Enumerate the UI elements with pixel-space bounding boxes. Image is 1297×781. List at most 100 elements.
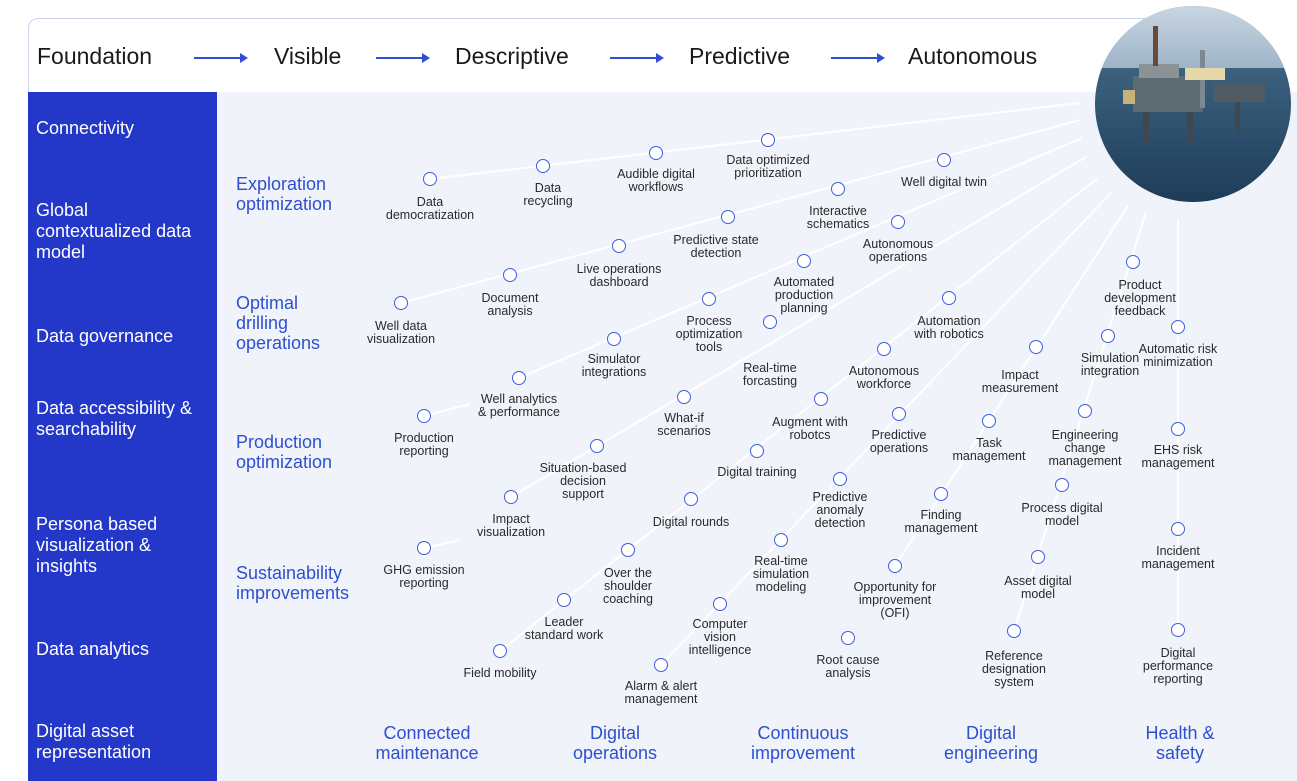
node-circle-icon [607, 332, 621, 346]
stage-descriptive: Descriptive [455, 43, 569, 69]
node-circle-icon [1078, 404, 1092, 418]
node-circle-icon [417, 409, 431, 423]
stage-predictive: Predictive [689, 43, 790, 69]
foundation-sidebar [28, 92, 217, 781]
node-circle-icon [654, 658, 668, 672]
category-label: Optimal drilling operations [236, 293, 321, 353]
arrow-icon [194, 53, 248, 63]
sidebar-item: Data accessibility & searchability [36, 398, 193, 439]
connector-line [894, 205, 1129, 567]
stage-foundation: Foundation [37, 43, 153, 69]
arrow-icon [376, 53, 430, 63]
node-label: Well digital twin [901, 175, 987, 189]
sidebar-item: Global contextualized data model [36, 200, 192, 262]
node-label: Field mobility [463, 666, 537, 680]
sidebar-item: Digital asset representation [36, 721, 152, 762]
node-circle-icon [763, 315, 777, 329]
node-circle-icon [797, 254, 811, 268]
node-circle-icon [942, 291, 956, 305]
node-circle-icon [892, 407, 906, 421]
node-circle-icon [937, 153, 951, 167]
node-circle-icon [677, 390, 691, 404]
node-circle-icon [1055, 478, 1069, 492]
node-circle-icon [888, 559, 902, 573]
node-circle-icon [512, 371, 526, 385]
node-circle-icon [590, 439, 604, 453]
node-circle-icon [841, 631, 855, 645]
connector-line [660, 192, 1112, 666]
connector-line [423, 403, 471, 417]
node-circle-icon [877, 342, 891, 356]
node-circle-icon [934, 487, 948, 501]
node-circle-icon [1171, 422, 1185, 436]
arrow-icon [831, 53, 885, 63]
sidebar-item: Data analytics [36, 639, 150, 659]
node-circle-icon [536, 159, 550, 173]
node-circle-icon [1031, 550, 1045, 564]
domain-label: Digital operations [572, 723, 658, 763]
node-circle-icon [503, 268, 517, 282]
node-circle-icon [684, 492, 698, 506]
arrow-icon [610, 53, 664, 63]
node-circle-icon [557, 593, 571, 607]
node-circle-icon [982, 414, 996, 428]
stage-visible: Visible [274, 43, 342, 69]
node-circle-icon [721, 210, 735, 224]
node-circle-icon [1171, 522, 1185, 536]
node-circle-icon [702, 292, 716, 306]
connector-line [499, 177, 1099, 652]
node-label: Digital training [717, 465, 797, 479]
node-circle-icon [417, 541, 431, 555]
node-circle-icon [504, 490, 518, 504]
node-circle-icon [774, 533, 788, 547]
node-circle-icon [750, 444, 764, 458]
category-label: Exploration optimization [236, 174, 333, 214]
node-circle-icon [761, 133, 775, 147]
node-circle-icon [1029, 340, 1043, 354]
connector-line [510, 156, 1087, 498]
node-circle-icon [1007, 624, 1021, 638]
domain-label: Continuous improvement [750, 723, 856, 763]
category-label: Production optimization [236, 432, 333, 472]
node-circle-icon [394, 296, 408, 310]
domain-label: Health & safety [1145, 723, 1215, 763]
node-circle-icon [1171, 623, 1185, 637]
node-circle-icon [831, 182, 845, 196]
domain-label: Digital engineering [943, 723, 1039, 763]
